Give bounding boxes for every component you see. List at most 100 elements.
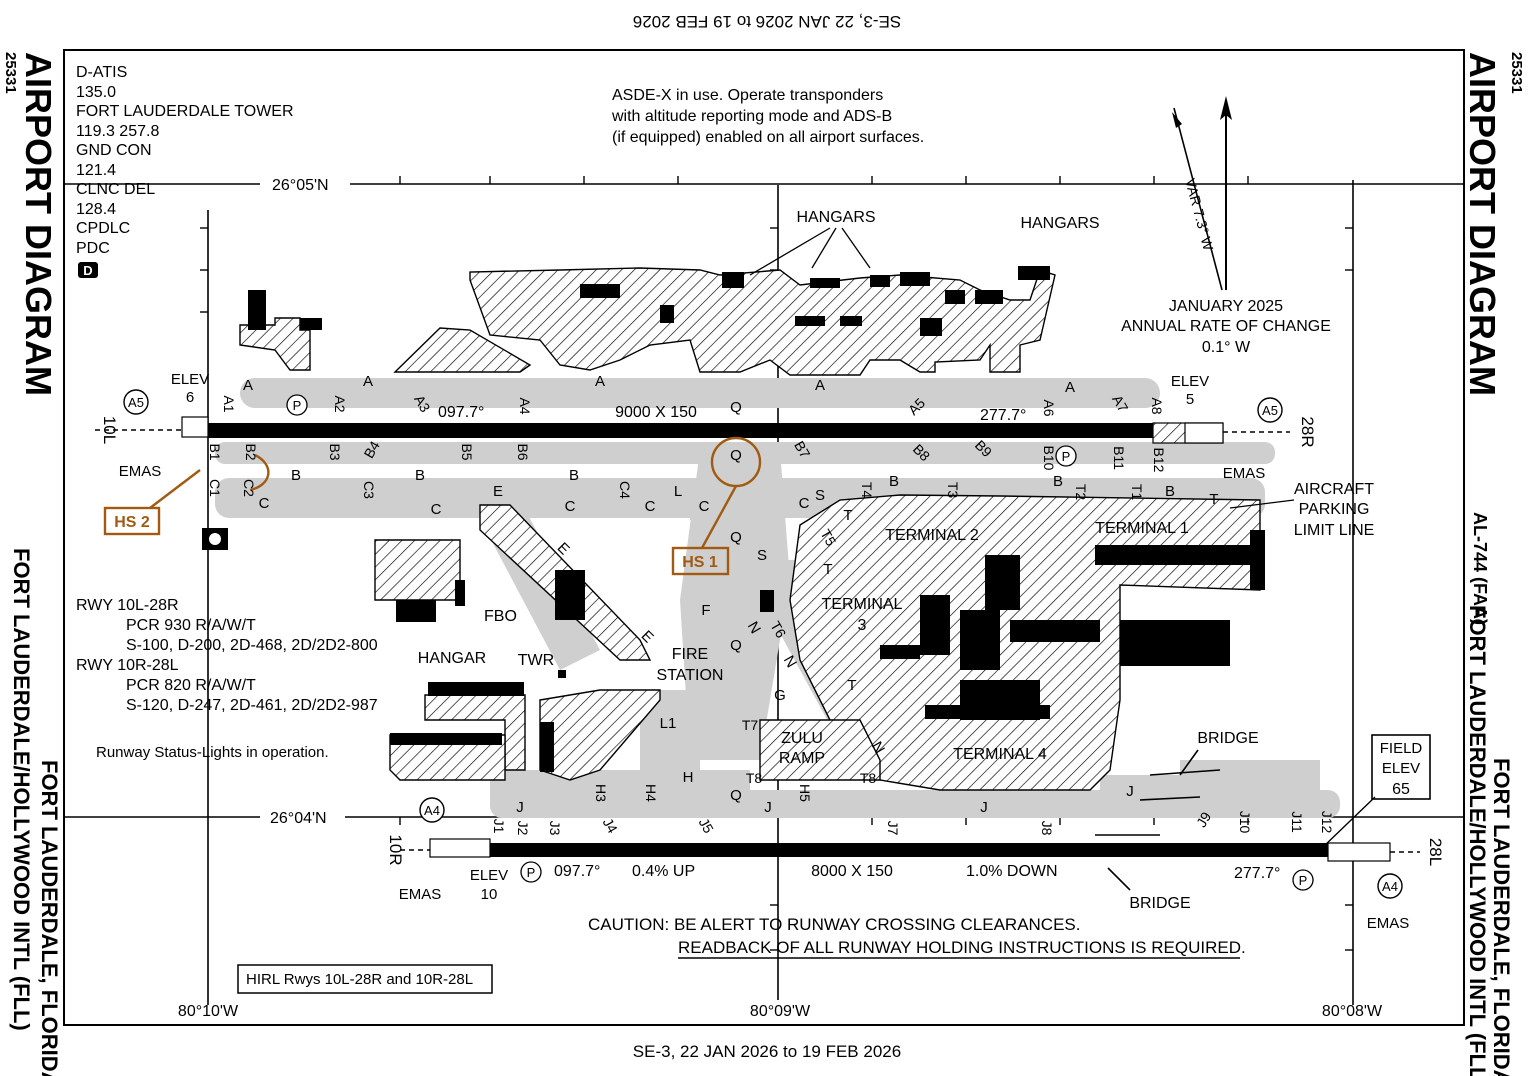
label-zulu-ramp-2: RAMP — [779, 750, 825, 767]
taxiway-label: A4 — [517, 397, 533, 414]
taxiway-label: S — [757, 547, 767, 564]
rwy-south-elev-west-label: ELEV — [470, 867, 508, 884]
taxiway-label: L1 — [660, 715, 677, 732]
hotspot-1: HS 1 — [682, 554, 718, 571]
taxiway-label: C — [431, 501, 442, 518]
rwy-south-slope-down: 1.0% DOWN — [966, 863, 1058, 880]
rwy-south-dimensions: 8000 X 150 — [811, 863, 893, 880]
right-chart-code: AL-744 (FAA) — [1470, 512, 1490, 625]
hirl-note: HIRL Rwys 10L-28R and 10R-28L — [246, 971, 473, 988]
taxiway-label: N — [780, 653, 800, 671]
parking-limit-leader — [1229, 499, 1295, 509]
rwy-south-elev-west: 10 — [481, 886, 498, 903]
taxiway-label: B6 — [515, 443, 531, 460]
emas-label: EMAS — [1223, 465, 1266, 482]
label-fire-station-2: STATION — [657, 667, 724, 684]
taxiway-label: J11 — [1289, 811, 1305, 833]
caution-line-2: READBACK OF ALL RUNWAY HOLDING INSTRUCTI… — [678, 938, 1246, 957]
runway-10r-28l — [400, 838, 1420, 862]
runway-end-10r: 10R — [386, 834, 405, 865]
left-location: FORT LAUDERDALE, FLORIDA — [37, 760, 62, 1076]
label-hangars-center: HANGARS — [796, 209, 875, 226]
taxiway-label: T7 — [742, 717, 759, 733]
rwy-data-line: PCR 820 R/A/W/T — [126, 677, 256, 694]
rwy-north-heading-east: 277.7° — [980, 407, 1026, 424]
north-hangar-complex — [469, 267, 1056, 376]
freq-line: 128.4 — [76, 201, 116, 218]
rwy-data-line: RWY 10L-28R — [76, 597, 179, 614]
magnetic-variation: VAR 7.3° W — [1182, 177, 1217, 253]
parking-label: P — [1062, 449, 1071, 464]
taxiway-label: B10 — [1041, 446, 1057, 471]
taxiway-label: H — [683, 769, 694, 786]
label-tower: TWR — [518, 652, 554, 669]
label-terminal-1: TERMINAL 1 — [1095, 520, 1189, 537]
datalink-badge: D — [83, 263, 92, 278]
runway-10l-28r — [95, 416, 1290, 444]
taxiway-label: J — [1126, 783, 1134, 800]
asde-note-line: with altitude reporting mode and ADS-B — [611, 108, 892, 125]
chart-frame — [63, 49, 1465, 1026]
lat-north-label: 26°05'N — [272, 177, 329, 194]
taxiway-label: A3 — [411, 392, 434, 415]
label-terminal-3: TERMINAL — [822, 596, 903, 613]
taxiway-label: T2 — [1073, 484, 1089, 501]
taxiway-label: J1 — [491, 819, 507, 834]
taxiway-label: B4 — [360, 438, 383, 461]
taxiway-label: A7 — [1109, 392, 1132, 415]
parking-limit-3: LIMIT LINE — [1294, 522, 1375, 539]
datalink-badge-box — [78, 262, 98, 278]
taxiway-label: A — [363, 373, 373, 390]
taxiway-label: A2 — [332, 395, 348, 412]
field-elev-box — [1371, 734, 1431, 800]
emas-label: EMAS — [399, 886, 442, 903]
runway-end-10l: 10L — [100, 416, 119, 444]
lon-east-label: 80°08'W — [1322, 1003, 1383, 1020]
right-location: FORT LAUDERDALE, FLORIDA — [1489, 758, 1514, 1076]
hatched-structures — [239, 267, 1261, 791]
rsl-note: Runway Status-Lights in operation. — [96, 744, 329, 761]
taxiway-label: B3 — [327, 443, 343, 460]
taxiway-label: B — [889, 473, 899, 490]
rwy-north-heading-west: 097.7° — [438, 404, 484, 421]
lon-mid-label: 80°09'W — [750, 1003, 811, 1020]
taxiway-label: C3 — [361, 481, 377, 499]
taxiway-label: Q — [730, 399, 742, 416]
freq-line: 135.0 — [76, 84, 116, 101]
right-title: AIRPORT DIAGRAM — [1462, 52, 1503, 396]
rwy-data-line: S-100, D-200, 2D-468, 2D/2D2-800 — [126, 637, 378, 654]
bridge-lines — [1095, 749, 1221, 891]
approach-light-icon — [123, 389, 1403, 899]
edition-bottom: SE-3, 22 JAN 2026 to 19 FEB 2026 — [633, 1042, 901, 1061]
taxiway-label: E — [493, 483, 503, 500]
taxiway-label: B — [569, 467, 579, 484]
asde-note-line: (if equipped) enabled on all airport sur… — [612, 129, 924, 146]
rwy-data-line: S-120, D-247, 2D-461, 2D/2D2-987 — [126, 697, 378, 714]
taxiway-label: B5 — [459, 443, 475, 460]
runway-end-28r: 28R — [1298, 416, 1317, 447]
taxiway-label: J3 — [547, 821, 563, 836]
freq-line: CLNC DEL — [76, 181, 155, 198]
label-hangars-east: HANGARS — [1020, 215, 1099, 232]
emas-label: EMAS — [119, 463, 162, 480]
rwy-data-line: RWY 10R-28L — [76, 657, 179, 674]
taxiway-label: T — [847, 677, 856, 694]
field-elev-label: ELEV — [1382, 760, 1420, 777]
approach-light-label: A4 — [1382, 879, 1398, 894]
taxiway-label: J8 — [1039, 821, 1055, 836]
taxiway-label: T6 — [767, 618, 789, 640]
north-ramp — [393, 327, 532, 373]
rwy-north-elev-east: 5 — [1186, 391, 1194, 408]
taxiway-label: A1 — [221, 395, 237, 412]
caution-line-1: CAUTION: BE ALERT TO RUNWAY CROSSING CLE… — [588, 915, 1081, 934]
rwy-south-heading-west: 097.7° — [554, 863, 600, 880]
taxiway-label: J12 — [1319, 811, 1335, 834]
taxiway-label: J — [764, 799, 772, 816]
field-elev-label: FIELD — [1380, 740, 1423, 757]
label-bridge-north: BRIDGE — [1197, 730, 1258, 747]
taxiway-label: T1 — [1129, 484, 1145, 501]
taxiway-label: A — [243, 377, 253, 394]
lon-west-label: 80°10'W — [178, 1003, 239, 1020]
rwy-data-line: PCR 930 R/A/W/T — [126, 617, 256, 634]
freq-line: 119.3 257.8 — [76, 123, 159, 140]
